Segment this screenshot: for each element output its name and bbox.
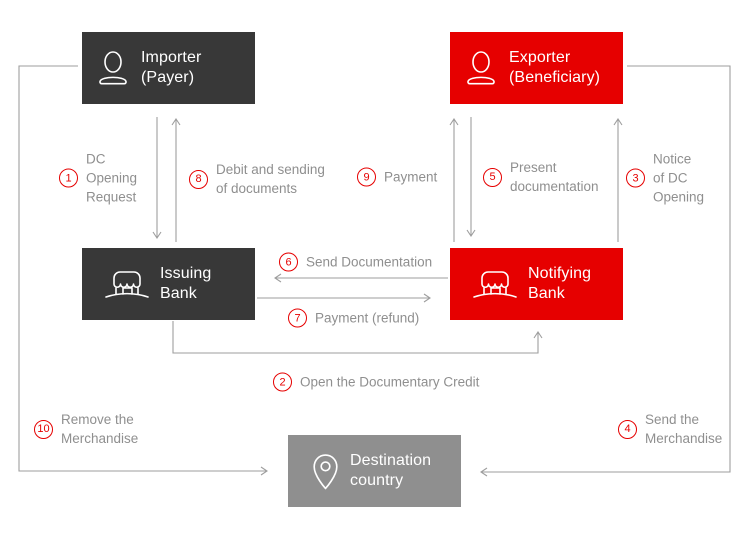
step-10-remove-merchandise: 10 Remove the Merchandise xyxy=(34,410,138,448)
step-8-debit-and-sending-of-documents: 8 Debit and sending of documents xyxy=(189,160,325,198)
step-label: DC Opening Request xyxy=(86,151,138,205)
step-number-badge: 10 xyxy=(34,419,53,439)
issuing-bank-label: Issuing Bank xyxy=(160,265,212,302)
step-label: Payment (refund) xyxy=(315,310,420,326)
step-number-badge: 2 xyxy=(273,372,292,392)
bank-store-icon xyxy=(473,268,517,300)
step-3-notice-of-dc-opening: 3 Notice of DC Opening xyxy=(626,150,704,207)
importer-label: Importer (Payer) xyxy=(141,49,202,86)
step-label: Send Documentation xyxy=(306,254,433,270)
destination-country-node: Destination country xyxy=(288,435,461,507)
step-number-badge: 1 xyxy=(59,168,78,188)
arrow-10-remove-merchandise xyxy=(18,65,268,476)
step-number-badge: 9 xyxy=(357,167,376,187)
step-label: Present documentation xyxy=(510,160,599,194)
person-icon xyxy=(96,51,130,85)
destination-country-label: Destination country xyxy=(350,452,432,489)
notifying-bank-label: Notifying Bank xyxy=(528,265,592,302)
arrow-4-send-merchandise xyxy=(480,65,731,477)
step-2-open-documentary-credit: 2 Open the Documentary Credit xyxy=(273,372,480,392)
importer-node: Importer (Payer) xyxy=(82,32,255,104)
bank-store-icon xyxy=(105,268,149,300)
step-5-present-documentation: 5 Present documentation xyxy=(483,158,599,196)
exporter-label: Exporter (Beneficiary) xyxy=(509,49,601,86)
step-label: Notice of DC Opening xyxy=(653,151,705,205)
step-label: Send the Merchandise xyxy=(645,412,723,446)
exporter-node: Exporter (Beneficiary) xyxy=(450,32,623,104)
step-4-send-merchandise: 4 Send the Merchandise xyxy=(618,410,722,448)
step-number-badge: 3 xyxy=(626,168,645,188)
step-label: Payment xyxy=(384,169,438,185)
step-7-payment-refund: 7 Payment (refund) xyxy=(288,308,420,328)
step-number-badge: 7 xyxy=(288,308,307,328)
step-number-badge: 6 xyxy=(279,252,298,272)
issuing-bank-node: Issuing Bank xyxy=(82,248,255,320)
step-1-dc-opening-request: 1 DC Opening Request xyxy=(59,150,137,207)
step-number-badge: 4 xyxy=(618,419,637,439)
step-6-send-documentation: 6 Send Documentation xyxy=(279,252,433,272)
person-icon xyxy=(464,51,498,85)
step-label: Open the Documentary Credit xyxy=(300,374,480,390)
step-number-badge: 5 xyxy=(483,167,502,187)
arrow-2-open-documentary-credit xyxy=(172,321,543,354)
step-number-badge: 8 xyxy=(189,169,208,189)
location-pin-icon xyxy=(312,453,339,490)
step-9-payment: 9 Payment xyxy=(357,167,438,187)
step-label: Debit and sending of documents xyxy=(216,162,325,196)
notifying-bank-node: Notifying Bank xyxy=(450,248,623,320)
step-label: Remove the Merchandise xyxy=(61,412,139,446)
